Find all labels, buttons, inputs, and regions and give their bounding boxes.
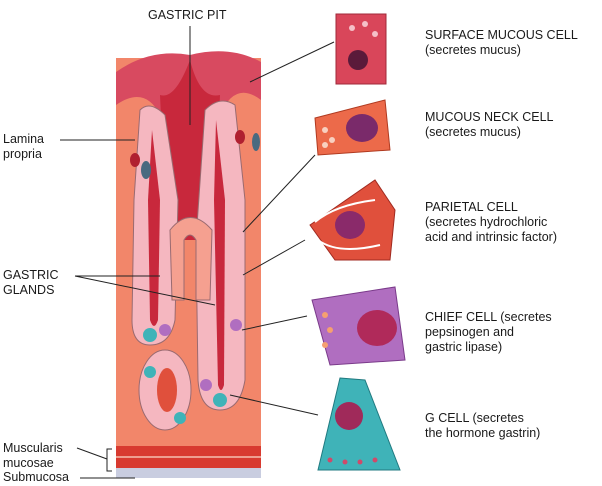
lamina-propria-label-line: Lamina [3,132,44,146]
lamina-propria-label-line: propria [3,147,42,161]
leader-chief [241,315,308,331]
cell-label-line: pepsinogen and [425,325,514,339]
cell-label-line: the hormone gastrin) [425,426,541,440]
muscularis-mucosae-label-line: Muscularis [3,441,63,455]
cell-label-line: acid and intrinsic factor) [425,230,558,244]
bracket-muscularis [106,448,112,472]
muscularis-mucosae-label-line: mucosae [3,456,54,470]
surface-mucous-cell-drawing [335,13,387,85]
submucosa-label: Submucosa [3,470,70,484]
chief-cell-label: CHIEF CELL (secretes pepsinogen and gast… [425,310,552,355]
cell-label-line: gastric lipase) [425,340,503,354]
leader-gastric-glands-2 [74,275,216,306]
gastric-glands-label-line: GLANDS [3,283,55,297]
parietal-cell-drawing [309,179,396,261]
chief-cell-marker [200,379,212,391]
leader-parietal [242,239,306,276]
cell-label-line: SURFACE MUCOUS CELL [425,28,578,42]
mucous-neck-cell-drawing [314,99,391,156]
cell-label-line: MUCOUS NECK CELL [425,110,554,124]
blood-vessel [252,133,260,151]
g-cell-drawing [317,377,401,471]
blood-vessel [130,153,140,167]
gastric-gland-right-lumen [214,120,225,390]
chief-cell-drawing [311,286,406,366]
muscularis-mucosae-label: Muscularis mucosae [3,441,63,471]
cell-label-line: (secretes hydrochloric [425,215,548,229]
gastric-gland-left-lumen [148,130,160,326]
parietal-cell-label: PARIETAL CELL (secretes hydrochloric aci… [425,200,557,245]
g-cell-marker [143,328,157,342]
cell-label-line: PARIETAL CELL [425,200,518,214]
chief-cell-marker [230,319,242,331]
gastric-pit-label: GASTRIC PIT [148,8,227,22]
leader-mucous-neck [242,154,316,233]
mucous-neck-cell-label: MUCOUS NECK CELL (secretes mucus) [425,110,554,140]
gastric-gland-middle [169,217,213,301]
blood-vessel [141,161,151,179]
g-cell-marker [213,393,227,407]
gland-cross-section-lumen [157,368,177,412]
leader-muscularis [76,447,108,460]
gastric-glands-label: GASTRIC GLANDS [3,268,59,298]
g-cell-marker [174,412,186,424]
lamina-propria-label: Lamina propria [3,132,44,162]
blood-vessel [235,130,245,144]
cell-label-line: (secretes mucus) [425,43,521,57]
cell-label-line: CHIEF CELL (secretes [425,310,552,324]
submucosa-layer [116,468,261,478]
cell-label-line: G CELL (secretes [425,411,524,425]
leader-g-cell [229,394,319,416]
g-cell-marker [144,366,156,378]
g-cell-label: G CELL (secretes the hormone gastrin) [425,411,540,441]
cell-label-line: (secretes mucus) [425,125,521,139]
chief-cell-marker [159,324,171,336]
gastric-glands-label-line: GASTRIC [3,268,59,282]
surface-mucous-cell-label: SURFACE MUCOUS CELL (secretes mucus) [425,28,578,58]
leader-surface-mucous [249,41,335,83]
